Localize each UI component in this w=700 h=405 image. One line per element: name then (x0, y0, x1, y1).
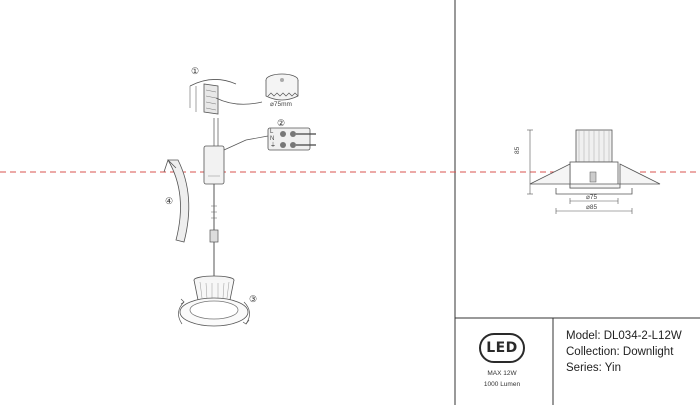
terminal-letter-ground: ⏚ (270, 143, 277, 149)
series-label: Series: Yin (566, 362, 621, 374)
side-view-drawing (527, 129, 661, 214)
terminal-block (245, 127, 316, 151)
step-3-marker: ③ (249, 294, 258, 304)
step-2-marker: ② (277, 118, 286, 128)
step-1-marker: ① (191, 66, 200, 76)
outer-dimension-label: ⌀85 (586, 204, 598, 211)
hole-saw-illustration (265, 73, 299, 101)
max-power-label: MAX 12W (487, 370, 517, 377)
collection-label: Collection: Downlight (566, 346, 674, 358)
terminal-letter-l: L (270, 129, 274, 135)
terminal-letters: L N ⏚ (270, 129, 278, 150)
terminal-letter-n: N (270, 136, 275, 142)
model-label: Model: DL034-2-L12W (566, 330, 682, 342)
ceiling-insert-illustration (163, 159, 190, 243)
ceiling-hole-illustration (189, 79, 263, 115)
driver-and-cable (203, 118, 247, 280)
downlight-fixture (178, 275, 250, 327)
lumen-label: 1000 Lumen (483, 381, 521, 388)
cutout-dimension-label: ⌀75 (586, 194, 598, 201)
hole-size-label: ⌀75mm (270, 101, 292, 108)
led-badge (479, 333, 525, 363)
step-4-marker: ④ (165, 196, 174, 206)
led-logo-text: LED (486, 340, 518, 356)
height-dimension-label: 85 (514, 146, 521, 154)
